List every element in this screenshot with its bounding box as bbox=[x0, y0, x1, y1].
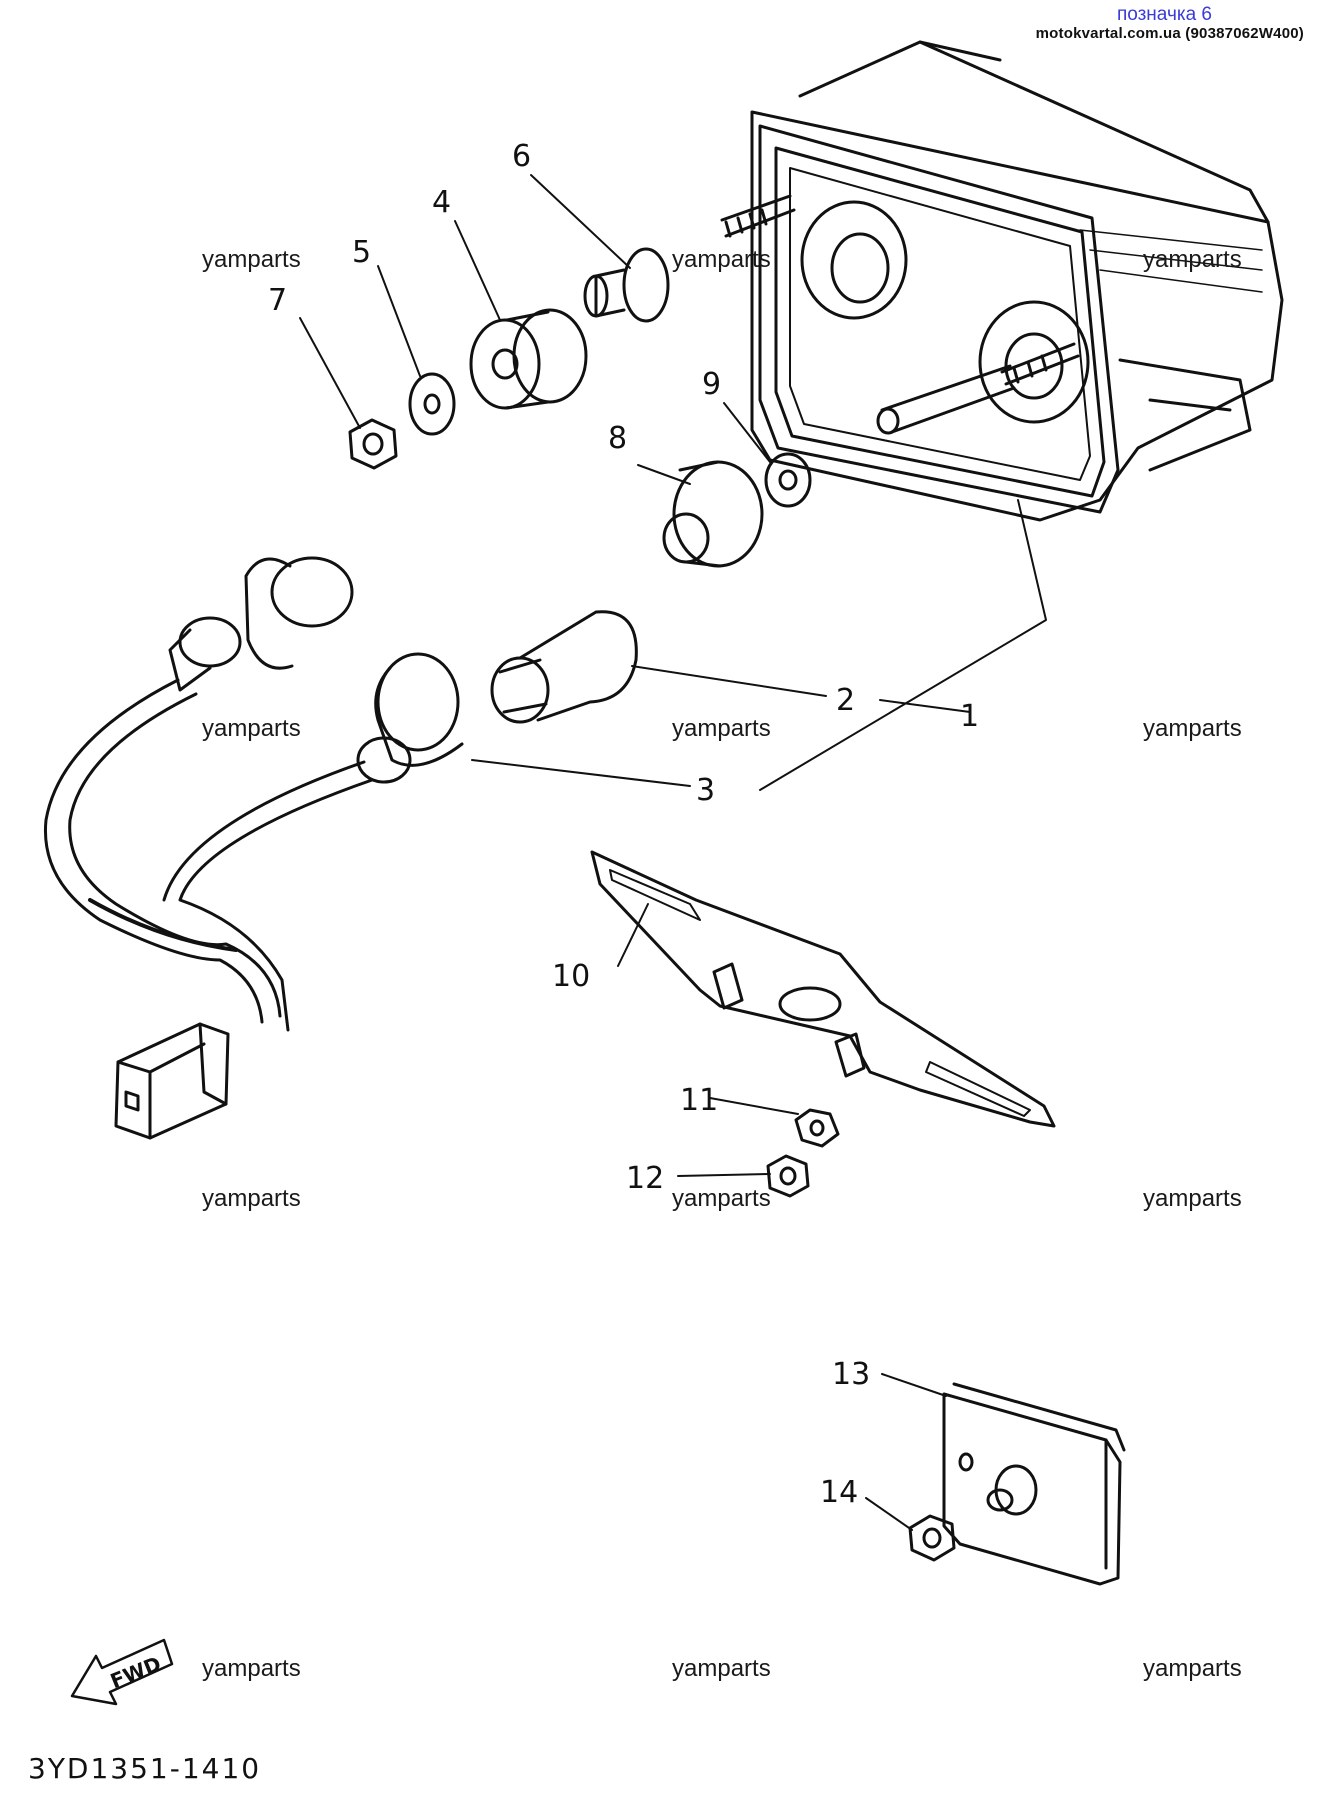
callout-7: 7 bbox=[268, 283, 287, 318]
forward-arrow-icon: FWD bbox=[70, 1638, 174, 1706]
part-2-bulb bbox=[490, 610, 638, 724]
callout-11: 11 bbox=[680, 1083, 718, 1118]
callout-6: 6 bbox=[512, 139, 531, 174]
watermark: yamparts bbox=[1143, 1185, 1242, 1212]
watermark: yamparts bbox=[1143, 1655, 1242, 1682]
callout-1: 1 bbox=[960, 699, 979, 734]
callout-10: 10 bbox=[552, 959, 590, 994]
watermark: yamparts bbox=[202, 1185, 301, 1212]
diagram-reference-code: 3YD1351-1410 bbox=[28, 1752, 261, 1785]
part-7-nut bbox=[348, 418, 398, 470]
part-3-socket bbox=[356, 652, 464, 784]
part-10-bracket bbox=[590, 850, 1056, 1128]
leader-lines bbox=[299, 174, 1047, 1531]
callout-13: 13 bbox=[832, 1357, 870, 1392]
upper-bulb-socket bbox=[168, 556, 354, 692]
watermark: yamparts bbox=[672, 1185, 771, 1212]
part-13-reflector bbox=[942, 1382, 1126, 1586]
callout-2: 2 bbox=[836, 683, 855, 718]
callout-3: 3 bbox=[696, 773, 715, 808]
header-label: позначка 6 bbox=[1116, 4, 1212, 25]
wire-connector bbox=[114, 1022, 230, 1140]
callout-12: 12 bbox=[626, 1161, 664, 1196]
watermark: yamparts bbox=[1143, 246, 1242, 273]
watermark: yamparts bbox=[672, 246, 771, 273]
callout-8: 8 bbox=[608, 421, 627, 456]
part-5-washer bbox=[408, 372, 456, 436]
watermark: yamparts bbox=[202, 715, 301, 742]
callout-9: 9 bbox=[702, 367, 721, 402]
part-6-collar bbox=[583, 247, 670, 323]
callout-14: 14 bbox=[820, 1475, 858, 1510]
part-9-washer bbox=[764, 452, 812, 508]
callout-4: 4 bbox=[432, 185, 451, 220]
header-site: motokvartal.com.ua (90387062W400) bbox=[1035, 25, 1304, 42]
tail-light-housing bbox=[720, 40, 1284, 522]
part-12-nut bbox=[766, 1154, 810, 1198]
watermark: yamparts bbox=[1143, 715, 1242, 742]
part-14-nut bbox=[908, 1514, 956, 1562]
watermark: yamparts bbox=[202, 1655, 301, 1682]
part-8-grommet bbox=[662, 460, 764, 568]
callout-5: 5 bbox=[352, 235, 371, 270]
wiring-harness bbox=[43, 678, 374, 1032]
watermark: yamparts bbox=[672, 715, 771, 742]
forward-arrow-label: FWD bbox=[107, 1651, 165, 1693]
watermark: yamparts bbox=[202, 246, 301, 273]
part-11-nut bbox=[794, 1108, 840, 1148]
part-4-grommet bbox=[469, 308, 588, 410]
watermark: yamparts bbox=[672, 1655, 771, 1682]
callout-labels: 1 2 3 4 5 6 7 8 9 10 11 12 13 14 bbox=[268, 139, 979, 1510]
